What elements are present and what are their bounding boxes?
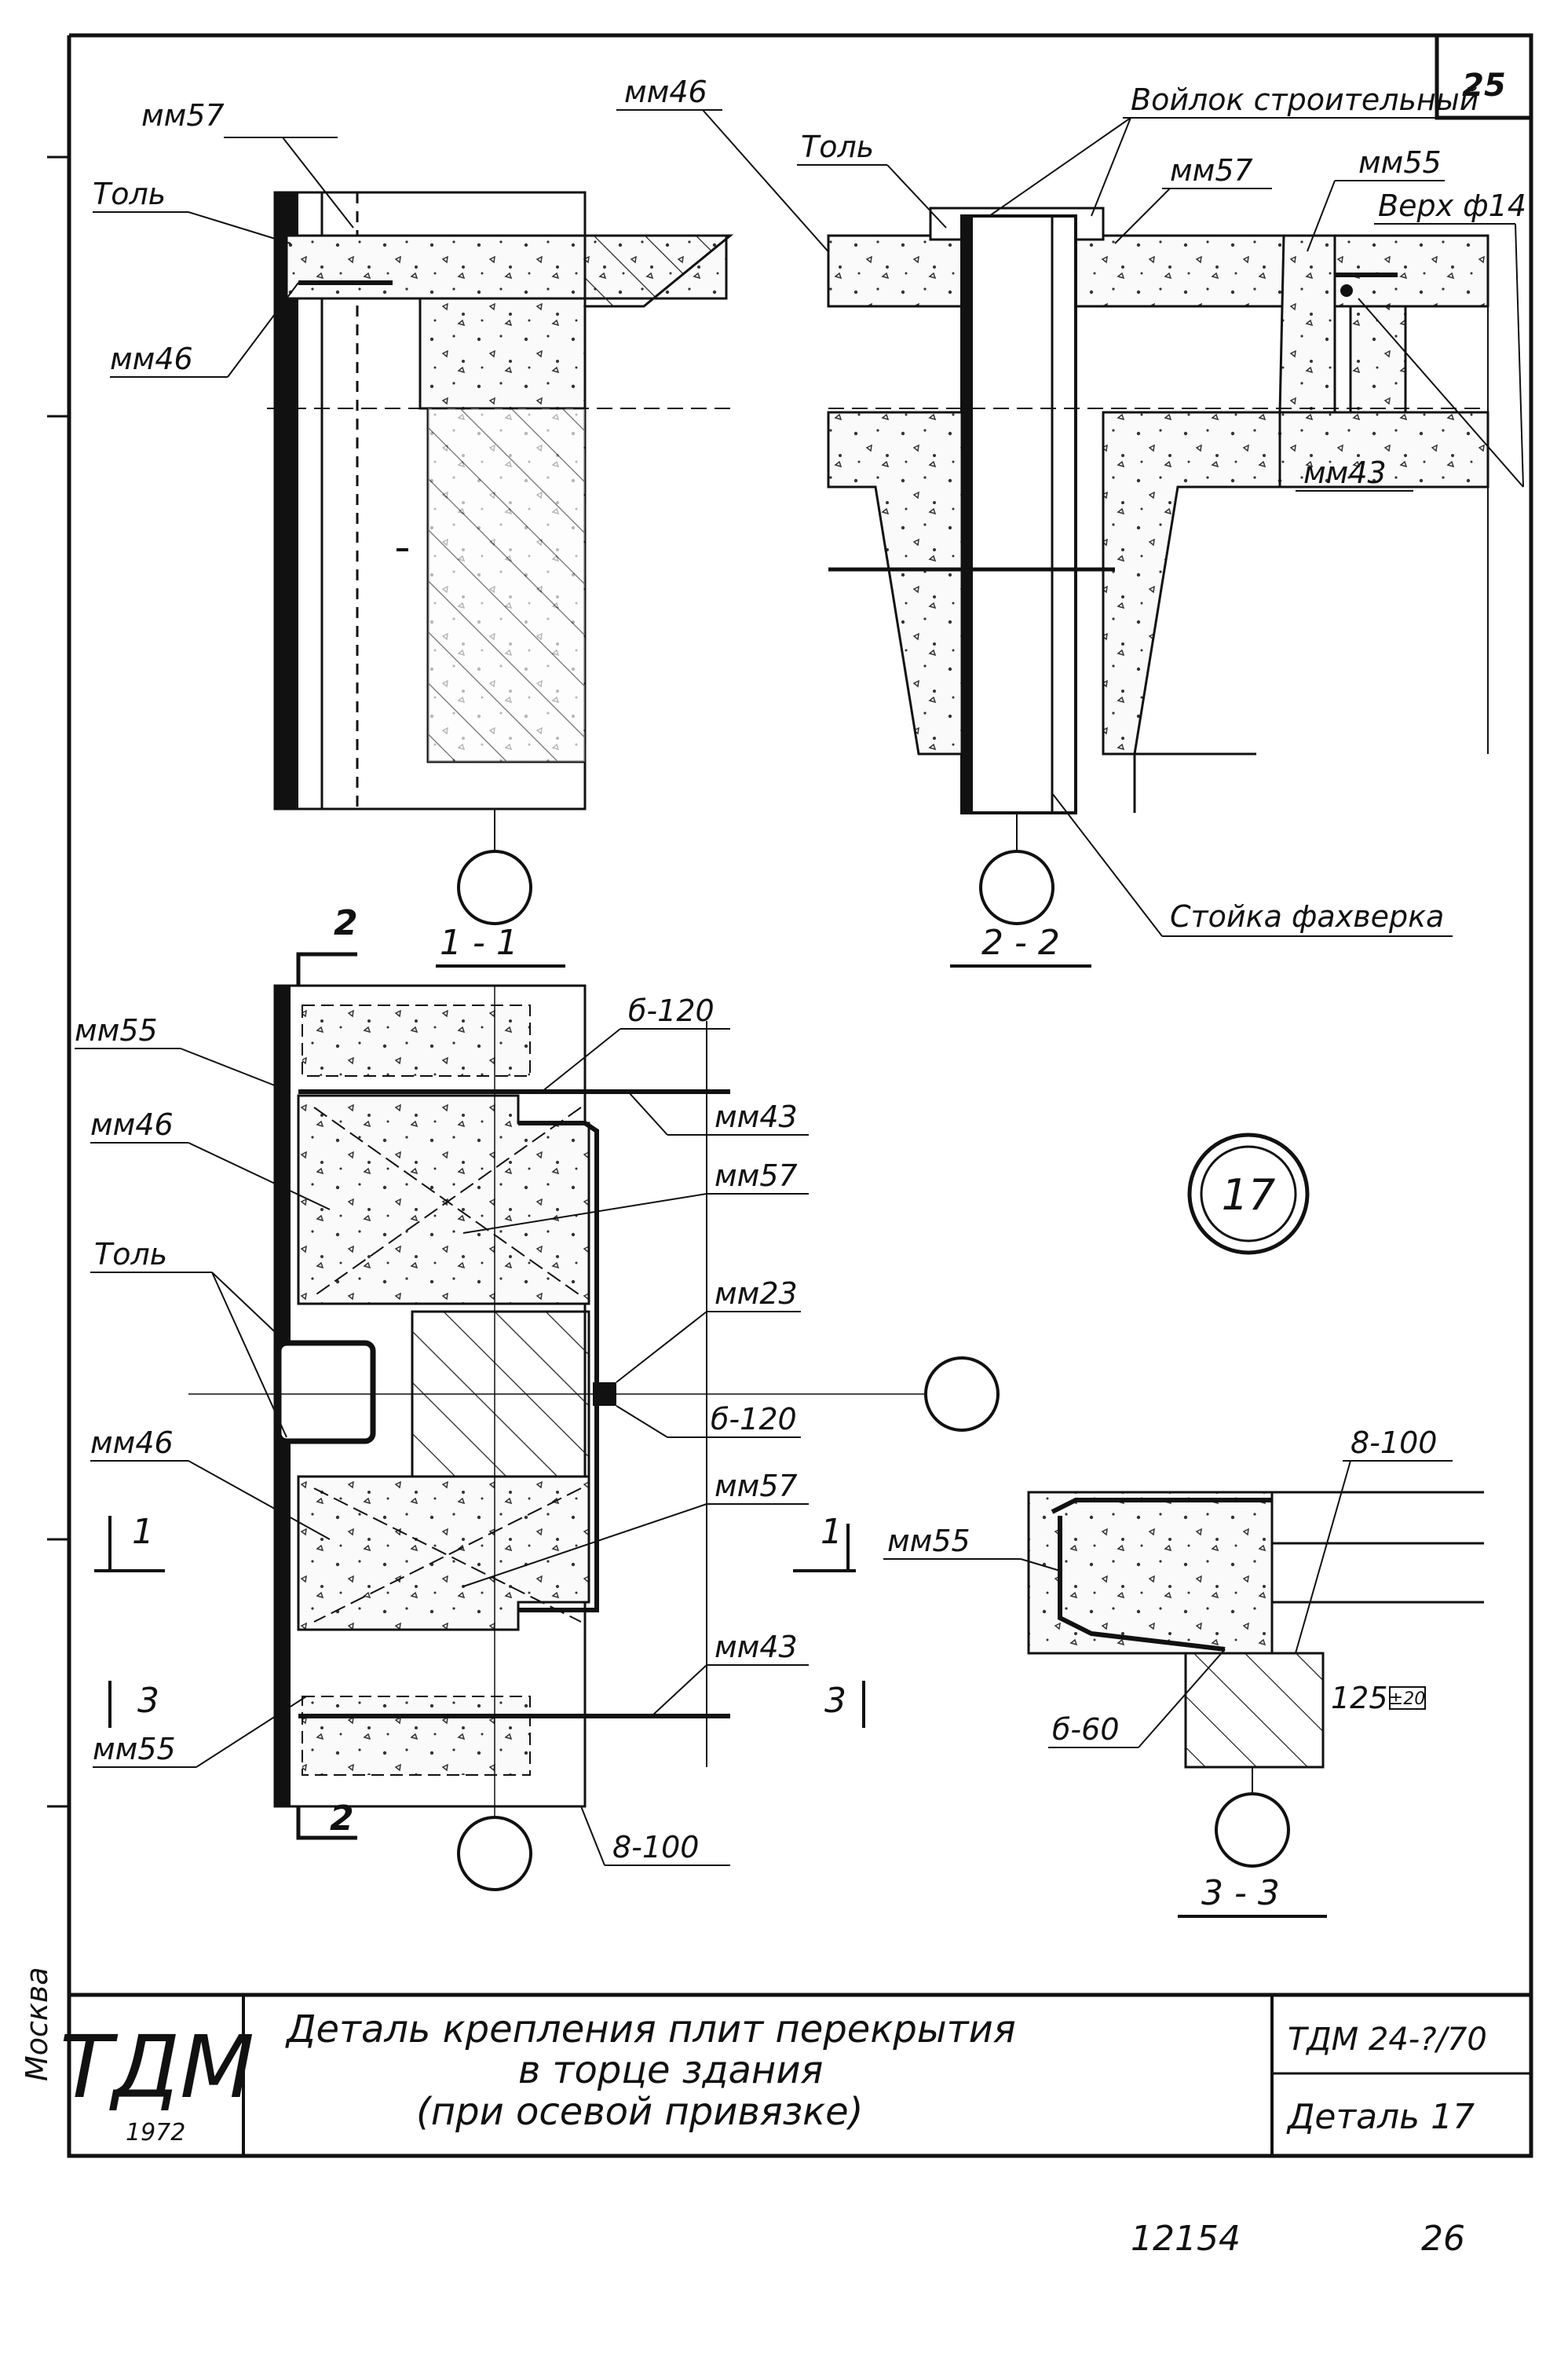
cut-2-top-label: 2 — [334, 903, 358, 943]
label-2-2-voilok: Войлок строительный — [1131, 82, 1478, 117]
page-number-box: 25 — [1435, 33, 1533, 120]
label-1-1-tol: Толь — [93, 177, 166, 211]
plan-mm57-bottom: мм57 — [715, 1469, 798, 1503]
cut-2-bottom-label: 2 — [330, 1799, 354, 1839]
label-2-2-mm43: мм43 — [1303, 456, 1387, 490]
s33-8-100: 8-100 — [1351, 1425, 1437, 1460]
plan-mm23: мм23 — [715, 1276, 798, 1311]
title-block — [67, 1993, 1533, 2158]
plan-b120-top: б-120 — [628, 994, 715, 1028]
detail-marker-17 — [1187, 1133, 1310, 1255]
label-2-2-tol: Толь — [801, 130, 874, 164]
plan-view — [188, 984, 1000, 1891]
cut-mark-2-top — [296, 952, 357, 986]
title-line-1: Деталь крепления плит перекрытия — [285, 2007, 1016, 2051]
caption-3-3: 3 - 3 — [1201, 1873, 1280, 1913]
bottom-left-note: 12154 — [1131, 2219, 1241, 2259]
label-2-2-mm55: мм55 — [1358, 145, 1442, 180]
cut-mark-2-bottom — [296, 1806, 357, 1840]
plan-b120-mid: б-120 — [711, 1402, 797, 1436]
plan-8-100: 8-100 — [612, 1830, 699, 1865]
plan-tol: Толь — [94, 1237, 167, 1272]
s33-dim125: 125 — [1331, 1681, 1388, 1715]
title-code: ТДМ 24-?/70 — [1288, 2022, 1487, 2058]
s33-b60: б-60 — [1052, 1712, 1120, 1747]
label-1-1-mm57: мм57 — [141, 98, 225, 133]
section-2-2 — [827, 207, 1489, 925]
title-line-2: в торце здания — [518, 2048, 823, 2092]
cut-3-right-label: 3 — [824, 1681, 846, 1721]
title-sheet-name: Деталь 17 — [1286, 2097, 1475, 2137]
tdm-logo: ТДМ — [60, 2017, 254, 2117]
label-1-1-mm46: мм46 — [110, 342, 193, 376]
s33-tolerance: ±20 — [1389, 1689, 1425, 1709]
plan-mm43-top: мм43 — [715, 1100, 798, 1134]
caption-1-1: 1 - 1 — [440, 923, 518, 963]
side-city-label: Москва — [20, 1967, 54, 2081]
label-2-2-mm57: мм57 — [1170, 153, 1253, 188]
plan-mm57-top: мм57 — [715, 1158, 798, 1193]
plan-mm55-top: мм55 — [75, 1013, 158, 1048]
label-1-1-mm46-top: мм46 — [624, 75, 707, 109]
caption-2-2: 2 - 2 — [981, 923, 1060, 963]
plan-mm55-bottom: мм55 — [93, 1732, 176, 1766]
s33-mm55: мм55 — [887, 1524, 970, 1558]
plan-mm46-top: мм46 — [90, 1107, 174, 1142]
cut-1-left-label: 1 — [132, 1512, 154, 1552]
page-number: 25 — [1462, 68, 1506, 104]
title-year: 1972 — [126, 2119, 185, 2146]
cut-1-right-label: 1 — [821, 1512, 842, 1552]
detail-number: 17 — [1222, 1170, 1276, 1220]
label-2-2-verh: Верх ф14 — [1378, 188, 1526, 223]
bottom-right-note: 26 — [1421, 2219, 1465, 2259]
label-2-2-stoika: Стойка фахверка — [1170, 899, 1444, 934]
plan-mm43-bottom: мм43 — [715, 1630, 798, 1664]
section-1-1 — [267, 191, 734, 925]
plan-mm46-bottom: мм46 — [90, 1425, 174, 1460]
title-line-3: (при осевой привязке) — [416, 2090, 863, 2134]
cut-3-left-label: 3 — [137, 1681, 159, 1721]
section-3-3 — [1027, 1491, 1484, 1868]
